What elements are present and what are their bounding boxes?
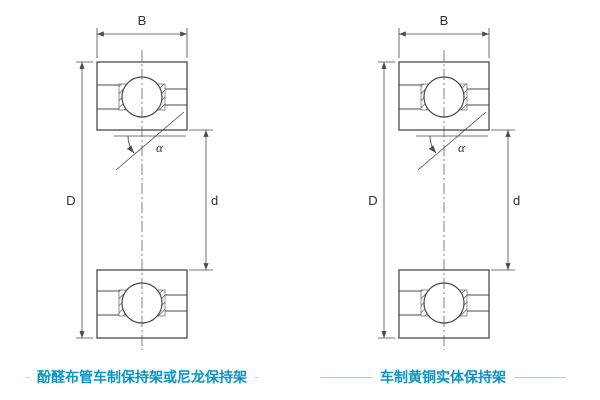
bearing-diagrams-canvas: α B D d α: [66, 13, 520, 350]
caption-rule: [26, 376, 29, 378]
dimension-label-D: D: [368, 193, 377, 208]
bearing-diagram-left: α B D d: [66, 13, 218, 350]
dimension-label-d: d: [211, 193, 218, 208]
dimension-label-B: B: [440, 13, 449, 28]
caption-left: 酚醛布管车制保持架或尼龙保持架: [26, 370, 258, 384]
contact-angle-line: [115, 111, 185, 171]
bearing-diagram-right: α B D d: [368, 13, 520, 350]
caption-text-right: 车制黄铜实体保持架: [380, 369, 506, 385]
caption-rule: [255, 376, 258, 378]
caption-text-left: 酚醛布管车制保持架或尼龙保持架: [37, 369, 247, 385]
dimension-label-B: B: [138, 13, 147, 28]
caption-right: 车制黄铜实体保持架: [320, 370, 566, 384]
contact-angle-line: [417, 111, 487, 171]
caption-rule: [514, 376, 566, 378]
dimension-label-D: D: [66, 193, 75, 208]
caption-rule: [320, 376, 372, 378]
contact-angle-arc-arrow: [428, 135, 437, 154]
dimension-label-d: d: [513, 193, 520, 208]
contact-angle-arc-arrow: [126, 135, 135, 154]
dimension-label-alpha: α: [458, 140, 466, 155]
dimension-label-alpha: α: [156, 140, 164, 155]
